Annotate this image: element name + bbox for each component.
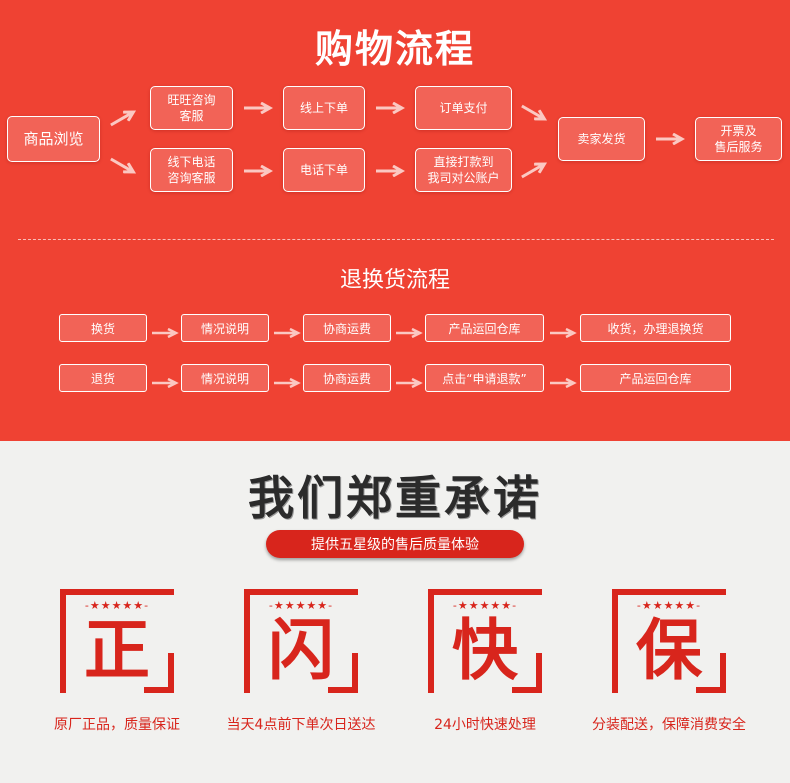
refund-step: 点击“申请退款”: [425, 364, 544, 392]
card-frame-corner: [696, 653, 726, 693]
card-frame-corner: [144, 653, 174, 693]
arrow-right-icon: [395, 373, 423, 389]
step-browse: 商品浏览: [7, 116, 100, 162]
card-caption: 分装配送，保障消费安全: [592, 717, 746, 733]
promise-card-fast-delivery: -★★★★★- 闪: [244, 589, 358, 693]
card-frame: [60, 589, 174, 693]
refund-step: 产品运回仓库: [580, 364, 731, 392]
card-caption: 24小时快速处理: [434, 717, 536, 733]
arrow-right-icon: [655, 133, 685, 145]
stars-icon: -★★★★★-: [268, 599, 334, 612]
promise-card-quick-handling: -★★★★★- 快: [428, 589, 542, 693]
shopping-process-section: 购物流程 商品浏览 旺旺咨询 客服 线下电话 咨询客服 线上下单 电话下单 订单…: [0, 0, 790, 441]
step-ship: 卖家发货: [558, 117, 645, 161]
arrow-right-icon: [273, 323, 301, 339]
card-frame: [244, 589, 358, 693]
section-divider: [18, 239, 774, 240]
card-frame-corner: [328, 653, 358, 693]
exchange-step: 收货，办理退换货: [580, 314, 731, 342]
shopping-process-title: 购物流程: [314, 27, 475, 71]
card-char: 闪: [268, 612, 334, 689]
step-online-order: 线上下单: [283, 86, 365, 130]
card-caption: 原厂正品，质量保证: [54, 717, 180, 733]
arrow-right-icon: [243, 165, 273, 177]
arrow-right-icon: [151, 373, 179, 389]
exchange-step: 情况说明: [181, 314, 269, 342]
step-offline-consult: 线下电话 咨询客服: [150, 148, 233, 192]
arrow-right-icon: [243, 102, 273, 114]
promise-card-genuine: -★★★★★- 正: [60, 589, 174, 693]
step-online-consult: 旺旺咨询 客服: [150, 86, 233, 130]
arrow-right-icon: [549, 323, 577, 339]
step-transfer: 直接打款到 我司对公账户: [415, 148, 512, 192]
arrow-up-right-icon: [518, 157, 550, 182]
promise-banner: 提供五星级的售后质量体验: [266, 530, 524, 558]
step-phone-order: 电话下单: [283, 148, 365, 192]
refund-step: 退货: [59, 364, 147, 392]
card-caption: 当天4点前下单次日送达: [226, 717, 376, 733]
card-frame: [428, 589, 542, 693]
stars-icon: -★★★★★-: [636, 599, 702, 612]
arrow-right-icon: [151, 323, 179, 339]
arrow-down-right-icon: [107, 153, 139, 178]
exchange-step: 产品运回仓库: [425, 314, 544, 342]
card-char: 正: [84, 612, 150, 689]
refund-step: 协商运费: [303, 364, 391, 392]
exchange-step: 协商运费: [303, 314, 391, 342]
arrow-right-icon: [375, 102, 405, 114]
card-frame: [612, 589, 726, 693]
refund-step: 情况说明: [181, 364, 269, 392]
arrow-up-right-icon: [107, 105, 139, 130]
arrow-right-icon: [549, 373, 577, 389]
exchange-step: 换货: [59, 314, 147, 342]
stars-icon: -★★★★★-: [84, 599, 150, 612]
arrow-down-right-icon: [518, 100, 550, 125]
arrow-right-icon: [273, 373, 301, 389]
return-process-title: 退换货流程: [339, 268, 450, 293]
promise-title: 我们郑重承诺: [248, 471, 542, 525]
arrow-right-icon: [395, 323, 423, 339]
card-char: 快: [452, 612, 518, 689]
card-char: 保: [636, 612, 702, 689]
promise-card-secure: -★★★★★- 保: [612, 589, 726, 693]
arrow-right-icon: [375, 165, 405, 177]
card-frame-corner: [512, 653, 542, 693]
stars-icon: -★★★★★-: [452, 599, 518, 612]
step-invoice: 开票及 售后服务: [695, 117, 782, 161]
step-order-pay: 订单支付: [415, 86, 512, 130]
